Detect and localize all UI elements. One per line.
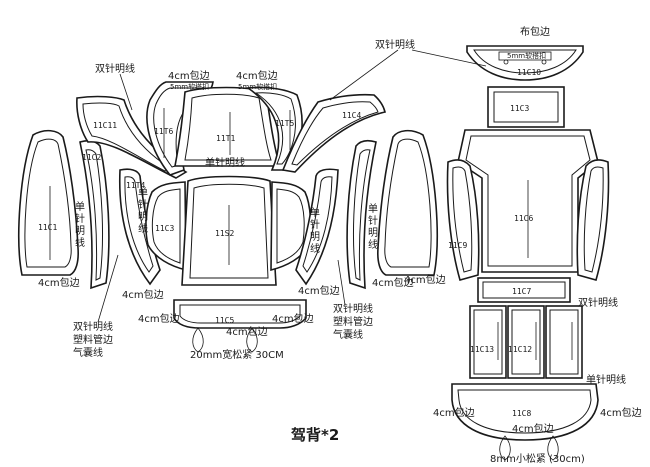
svg-text:线: 线 [368, 238, 378, 251]
svg-text:单: 单 [310, 207, 320, 219]
code-11s2: 11S2 [215, 229, 234, 238]
piece-11c5 [173, 299, 307, 329]
piece-11c3-left [145, 181, 187, 272]
code-11t5: 11T5 [275, 119, 294, 128]
code-11c3: 11C3 [155, 224, 174, 233]
note-soft-strip-11c10: 5mm软搭扣 [507, 51, 546, 60]
note-soft-strip-t6: 5mm软搭扣 [170, 82, 209, 91]
svg-text:单: 单 [368, 203, 378, 215]
code-11c3-top: 11C3 [510, 104, 529, 113]
code-11c13: 11C13 [470, 345, 494, 354]
piece-11c3-top [487, 86, 565, 128]
note-binding-4cm-c2-right: 4cm包边 [372, 276, 414, 289]
note-elastic-8mm: 8mm小松紧 (30cm) [490, 452, 585, 465]
piece-11c4 [281, 93, 386, 173]
code-11c10: 11C10 [517, 68, 541, 77]
piece-11t1 [174, 86, 282, 167]
note-double-stitch-bottom-left: 双针明线 [73, 320, 113, 333]
note-binding-4cm-t5: 4cm包边 [236, 69, 278, 82]
code-11c12: 11C12 [508, 345, 532, 354]
svg-text:明: 明 [368, 227, 378, 239]
note-binding-4cm-c5-right: 4cm包边 [272, 312, 314, 325]
note-binding-4cm-c5-left: 4cm包边 [138, 312, 180, 325]
piece-11c9-right [576, 159, 610, 281]
svg-text:线: 线 [75, 236, 85, 249]
svg-text:明: 明 [75, 225, 85, 237]
note-single-stitch-vertical-mid-left: 单 针 明 线 [138, 187, 148, 235]
piece-11c12 [507, 305, 545, 379]
note-elastic-20mm: 20mm宽松紧 30CM [190, 348, 284, 361]
note-cloth-binding: 布包边 [520, 25, 550, 38]
svg-text:线: 线 [138, 222, 148, 235]
piece-11c2-right [346, 139, 377, 290]
code-11t1: 11T1 [216, 134, 235, 143]
svg-text:针: 针 [310, 218, 320, 231]
code-11t6: 11T6 [154, 127, 173, 136]
piece-11c9 [446, 159, 480, 281]
note-airbag-left: 气囊线 [73, 346, 103, 359]
code-11c1: 11C1 [38, 223, 57, 232]
svg-text:线: 线 [310, 242, 320, 255]
note-plastic-pipe-center-right: 塑料管边 [333, 315, 373, 328]
code-11c5: 11C5 [215, 316, 234, 325]
piece-11c1 [18, 129, 79, 276]
code-11c8: 11C8 [512, 409, 531, 418]
note-double-stitch-left: 双针明线 [95, 62, 135, 75]
piece-11c8 [451, 383, 599, 441]
svg-text:明: 明 [138, 211, 148, 223]
note-binding-4cm-t4-right: 4cm包边 [298, 284, 340, 297]
piece-11c13 [469, 305, 507, 379]
elastic-tabs-11c5 [192, 327, 258, 353]
code-11c4: 11C4 [342, 111, 361, 120]
note-single-stitch-vertical-mid-right: 单 针 明 线 [310, 207, 320, 255]
elastic-tabs-11c8 [499, 435, 559, 461]
note-binding-4cm-t4: 4cm包边 [122, 288, 164, 301]
code-11t4: 11T4 [126, 181, 145, 190]
note-single-stitch-vertical-right: 单 针 明 线 [368, 203, 378, 251]
note-double-stitch-right: 双针明线 [578, 296, 618, 309]
piece-11c7 [477, 277, 571, 303]
code-11c11: 11C11 [93, 121, 117, 130]
piece-11c10 [466, 45, 584, 81]
svg-text:单: 单 [75, 201, 85, 213]
note-binding-4cm-c8-bottom: 4cm包边 [512, 422, 554, 435]
code-11c9: 11C9 [448, 241, 467, 250]
diagram-title: 驾背*2 [291, 426, 339, 444]
note-plastic-pipe-left: 塑料管边 [73, 333, 113, 346]
svg-text:针: 针 [75, 212, 85, 225]
note-binding-4cm-c1: 4cm包边 [38, 276, 80, 289]
svg-text:单: 单 [138, 187, 148, 199]
code-11c2: 11C2 [82, 153, 101, 162]
note-binding-4cm-c8-left: 4cm包边 [433, 406, 475, 419]
note-single-stitch-right: 单针明线 [586, 373, 626, 386]
note-double-stitch-center-right: 双针明线 [333, 302, 373, 315]
note-double-stitch-top: 双针明线 [375, 38, 415, 51]
svg-text:针: 针 [138, 198, 148, 211]
svg-text:针: 针 [368, 214, 378, 227]
svg-text:明: 明 [310, 231, 320, 243]
note-binding-4cm-t6: 4cm包边 [168, 69, 210, 82]
note-binding-4cm-c5-mid: 4cm包边 [226, 325, 268, 338]
piece-11t4-right [295, 168, 339, 286]
note-binding-4cm-c1-right: 4cm包边 [404, 273, 446, 286]
piece-11c1-right [377, 129, 438, 276]
note-single-stitch-center: 单针明线 [205, 156, 245, 169]
code-11c7: 11C7 [512, 287, 531, 296]
note-single-stitch-vertical-left: 单 针 明 线 [75, 201, 85, 249]
note-airbag-center-right: 气囊线 [333, 328, 363, 341]
note-binding-4cm-c8-right: 4cm包边 [600, 406, 642, 419]
piece-11c12-side [545, 305, 583, 379]
note-soft-strip-t5: 5mm软搭扣 [238, 82, 277, 91]
code-11c6: 11C6 [514, 214, 533, 223]
